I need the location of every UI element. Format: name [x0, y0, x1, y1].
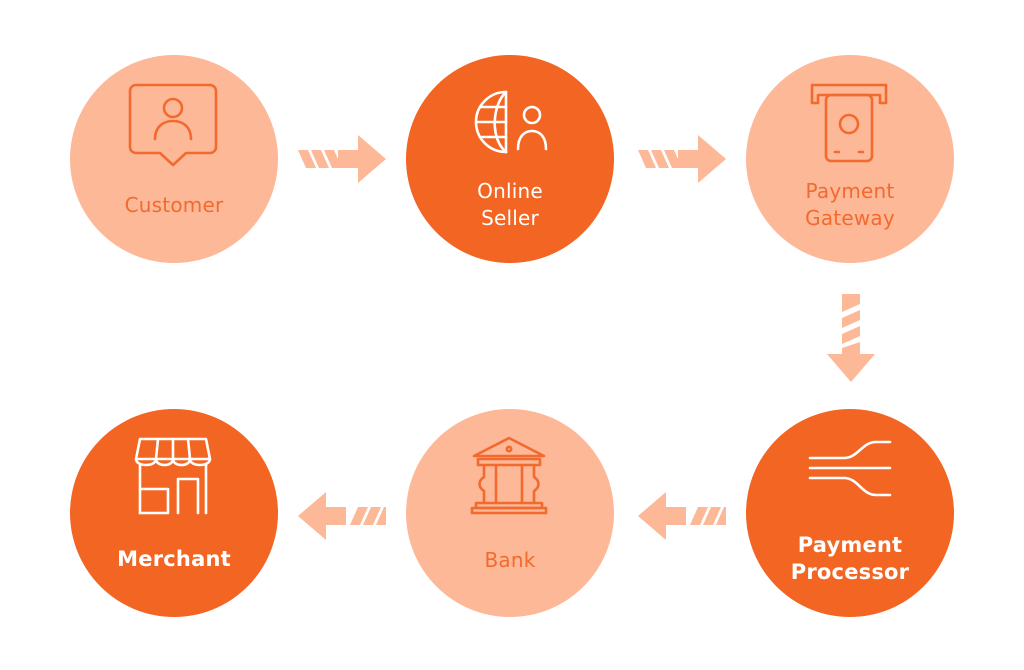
storefront-icon — [134, 437, 212, 515]
payment-processor-node: Payment Processor — [746, 409, 954, 617]
customer-node: Customer — [70, 55, 278, 263]
payment-gateway-label: Payment Gateway — [805, 179, 895, 230]
arrow-customer-to-seller — [298, 135, 386, 183]
customer-label: Customer — [124, 193, 224, 217]
payment-processor-label: Payment Processor — [790, 533, 910, 584]
bank-node: Bank — [406, 409, 614, 617]
arrow-gateway-to-processor — [827, 294, 875, 382]
merchant-label: Merchant — [117, 547, 231, 571]
arrow-bank-to-merchant — [298, 492, 386, 540]
payment-gateway-node: Payment Gateway — [746, 55, 954, 263]
arrow-processor-to-bank — [638, 492, 726, 540]
customer-pin-icon — [128, 83, 218, 167]
bank-building-icon — [470, 436, 548, 515]
merchant-node: Merchant — [70, 409, 278, 617]
bank-label: Bank — [484, 548, 536, 572]
online-seller-node: Online Seller — [406, 55, 614, 263]
online-seller-label: Online Seller — [477, 179, 543, 230]
arrow-seller-to-gateway — [638, 135, 726, 183]
